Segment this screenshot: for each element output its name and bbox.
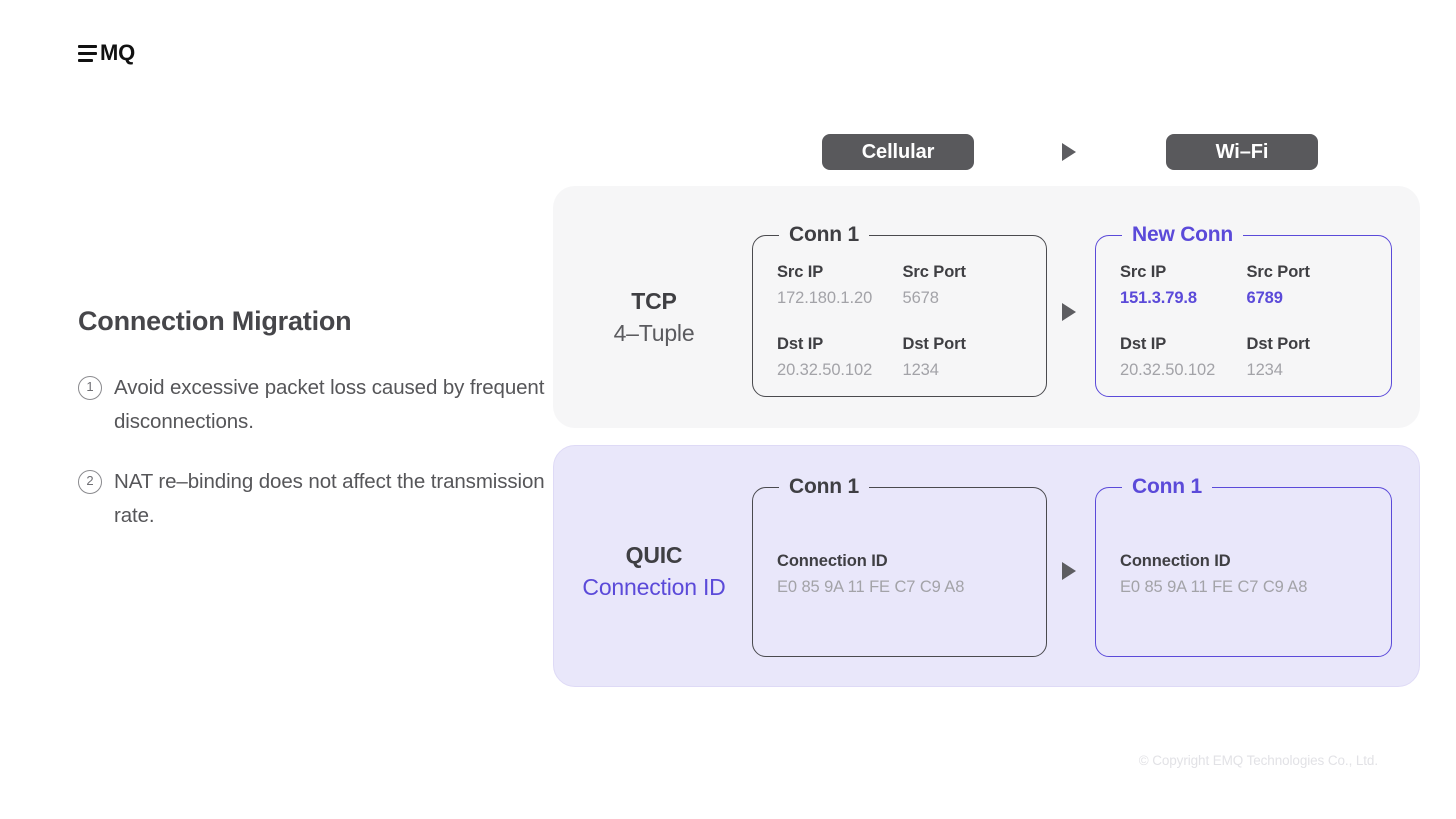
field-value: 1234 bbox=[902, 361, 939, 379]
field-label: Dst Port bbox=[1246, 335, 1310, 353]
quic-connection-box-before: Conn 1 Connection ID E0 85 9A 11 FE C7 C… bbox=[752, 474, 1047, 657]
field-value: 6789 bbox=[1246, 289, 1283, 307]
triangle-right-icon-tcp bbox=[1062, 303, 1076, 321]
tcp-protocol-subtitle: 4–Tuple bbox=[613, 320, 695, 346]
tcp-after-src-ip: Src IP 151.3.79.8 bbox=[1120, 259, 1247, 311]
tcp-connection-box-after: New Conn Src IP 151.3.79.8 Src Port 6789… bbox=[1095, 222, 1392, 397]
bullet-item-1: 1 Avoid excessive packet loss caused by … bbox=[78, 371, 548, 439]
tcp-protocol-name: TCP bbox=[631, 288, 677, 314]
page-title: Connection Migration bbox=[78, 306, 352, 336]
tcp-before-src-port: Src Port 5678 bbox=[903, 259, 1029, 311]
quic-after-connection-id: Connection ID E0 85 9A 11 FE C7 C9 A8 bbox=[1120, 548, 1373, 600]
quic-before-row-cid: Connection ID E0 85 9A 11 FE C7 C9 A8 bbox=[777, 548, 1028, 600]
field-label: Dst IP bbox=[777, 335, 824, 353]
quic-connection-box-after: Conn 1 Connection ID E0 85 9A 11 FE C7 C… bbox=[1095, 474, 1392, 657]
field-label: Connection ID bbox=[1120, 552, 1231, 570]
bullet-text-2: NAT re–binding does not affect the trans… bbox=[114, 470, 545, 528]
field-value: 151.3.79.8 bbox=[1120, 289, 1197, 307]
field-value: 20.32.50.102 bbox=[1120, 361, 1216, 379]
quic-after-row-cid: Connection ID E0 85 9A 11 FE C7 C9 A8 bbox=[1120, 548, 1373, 600]
bullet-text-1: Avoid excessive packet loss caused by fr… bbox=[114, 376, 545, 434]
tcp-after-fields: Src IP 151.3.79.8 Src Port 6789 Dst IP 2… bbox=[1120, 259, 1373, 383]
quic-after-legend: Conn 1 bbox=[1122, 474, 1212, 500]
quic-before-connection-id: Connection ID E0 85 9A 11 FE C7 C9 A8 bbox=[777, 548, 1028, 600]
tcp-panel bbox=[553, 186, 1420, 428]
field-label: Src Port bbox=[1246, 263, 1310, 281]
field-label: Src IP bbox=[1120, 263, 1167, 281]
field-label: Src IP bbox=[777, 263, 824, 281]
tcp-after-legend: New Conn bbox=[1122, 222, 1244, 248]
tcp-protocol-label: TCP 4–Tuple bbox=[559, 285, 749, 349]
tcp-after-row-src: Src IP 151.3.79.8 Src Port 6789 bbox=[1120, 259, 1373, 311]
tcp-after-dst-ip: Dst IP 20.32.50.102 bbox=[1120, 331, 1247, 383]
emq-logo: MQ bbox=[78, 42, 135, 64]
tcp-after-dst-port: Dst Port 1234 bbox=[1247, 331, 1374, 383]
copyright-footer: © Copyright EMQ Technologies Co., Ltd. bbox=[1138, 753, 1378, 768]
quic-protocol-name: QUIC bbox=[625, 542, 683, 568]
emq-logo-text: MQ bbox=[100, 40, 136, 65]
field-value: 172.180.1.20 bbox=[777, 289, 873, 307]
field-label: Dst IP bbox=[1120, 335, 1167, 353]
emq-bars-icon bbox=[78, 43, 97, 64]
triangle-right-icon-top bbox=[1062, 143, 1076, 161]
quic-before-legend: Conn 1 bbox=[779, 474, 869, 500]
field-label: Src Port bbox=[902, 263, 966, 281]
field-value: 20.32.50.102 bbox=[777, 361, 873, 379]
tcp-before-row-dst: Dst IP 20.32.50.102 Dst Port 1234 bbox=[777, 331, 1028, 383]
field-value: E0 85 9A 11 FE C7 C9 A8 bbox=[1120, 578, 1308, 596]
field-label: Connection ID bbox=[777, 552, 888, 570]
field-label: Dst Port bbox=[902, 335, 966, 353]
bullet-number-2: 2 bbox=[78, 470, 102, 495]
tcp-before-src-ip: Src IP 172.180.1.20 bbox=[777, 259, 903, 311]
quic-panel bbox=[553, 445, 1420, 687]
network-pill-cellular: Cellular bbox=[822, 134, 974, 170]
tcp-before-dst-port: Dst Port 1234 bbox=[903, 331, 1029, 383]
quic-before-fields: Connection ID E0 85 9A 11 FE C7 C9 A8 bbox=[777, 548, 1028, 600]
tcp-after-row-dst: Dst IP 20.32.50.102 Dst Port 1234 bbox=[1120, 331, 1373, 383]
tcp-connection-box-before: Conn 1 Src IP 172.180.1.20 Src Port 5678… bbox=[752, 222, 1047, 397]
tcp-before-dst-ip: Dst IP 20.32.50.102 bbox=[777, 331, 903, 383]
network-pill-wifi: Wi–Fi bbox=[1166, 134, 1318, 170]
tcp-before-row-src: Src IP 172.180.1.20 Src Port 5678 bbox=[777, 259, 1028, 311]
tcp-before-fields: Src IP 172.180.1.20 Src Port 5678 Dst IP… bbox=[777, 259, 1028, 383]
tcp-before-legend: Conn 1 bbox=[779, 222, 869, 248]
field-value: E0 85 9A 11 FE C7 C9 A8 bbox=[777, 578, 965, 596]
quic-protocol-label: QUIC Connection ID bbox=[559, 539, 749, 603]
left-content-column: Connection Migration 1 Avoid excessive p… bbox=[78, 305, 548, 559]
tcp-after-src-port: Src Port 6789 bbox=[1247, 259, 1374, 311]
quic-after-fields: Connection ID E0 85 9A 11 FE C7 C9 A8 bbox=[1120, 548, 1373, 600]
quic-protocol-subtitle: Connection ID bbox=[582, 574, 726, 600]
triangle-right-icon-quic bbox=[1062, 562, 1076, 580]
bullet-item-2: 2 NAT re–binding does not affect the tra… bbox=[78, 465, 548, 533]
field-value: 5678 bbox=[902, 289, 939, 307]
bullet-number-1: 1 bbox=[78, 376, 102, 401]
field-value: 1234 bbox=[1246, 361, 1283, 379]
